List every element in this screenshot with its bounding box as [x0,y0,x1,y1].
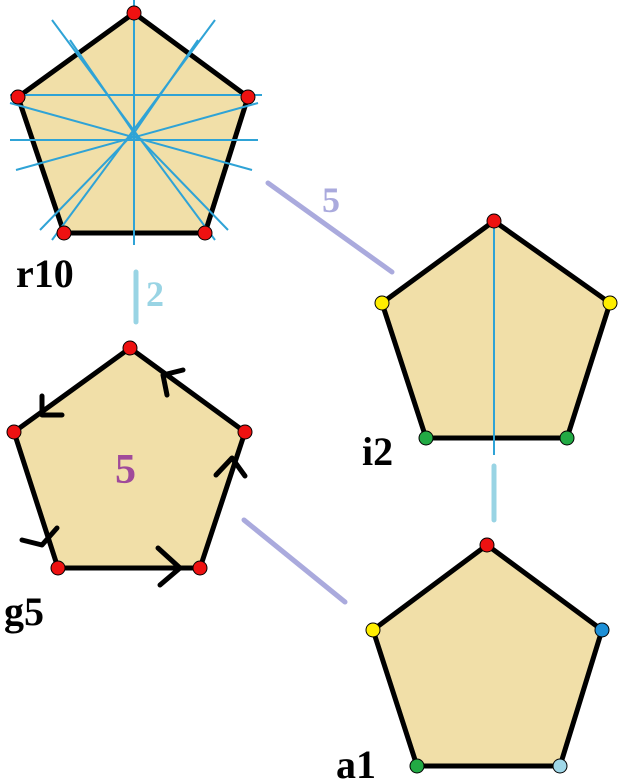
shape-label-r10: r10 [16,251,74,296]
vertex-dot [10,89,26,105]
connector-g5-a1 [241,517,348,605]
shape-label-a1: a1 [336,742,376,781]
vertex-dot [122,340,138,356]
mirror-lines-r10 [9,0,262,245]
vertex-dot [418,430,434,446]
vertex-dot [192,560,208,576]
connector-r10-g5-order-label: 2 [146,274,164,314]
vertex-dot [594,622,610,638]
vertex-dot [50,560,66,576]
connector-r10-i2 [265,180,395,275]
vertex-dot [126,5,142,21]
pentagon-i2-body [379,218,613,441]
connector-r10-i2-order-label: 5 [322,180,340,220]
pentagon-g5-body [11,345,248,571]
vertex-dot [559,430,575,446]
pentagon-a1 [365,537,610,774]
rotation-arrow-heads-g5 [19,367,248,588]
pentagon-g5: 5 [6,340,253,588]
vertex-dot [374,295,390,311]
vertex-dot [56,225,72,241]
pentagon-a1-body [370,542,605,769]
vertex-dot [552,758,568,774]
vertex-dot [486,213,502,229]
vertex-dot [240,89,256,105]
pentagon-r10 [9,0,262,245]
g5-center-label: 5 [115,447,136,493]
vertex-dot [197,225,213,241]
shape-label-i2: i2 [362,429,393,474]
vertex-dot [479,537,495,553]
vertex-dot [602,295,618,311]
vertex-dot [409,758,425,774]
vertex-dot [237,424,253,440]
shape-label-g5: g5 [4,589,44,634]
vertex-dot [365,622,381,638]
pentagon-i2 [374,213,618,455]
vertex-dot [6,424,22,440]
